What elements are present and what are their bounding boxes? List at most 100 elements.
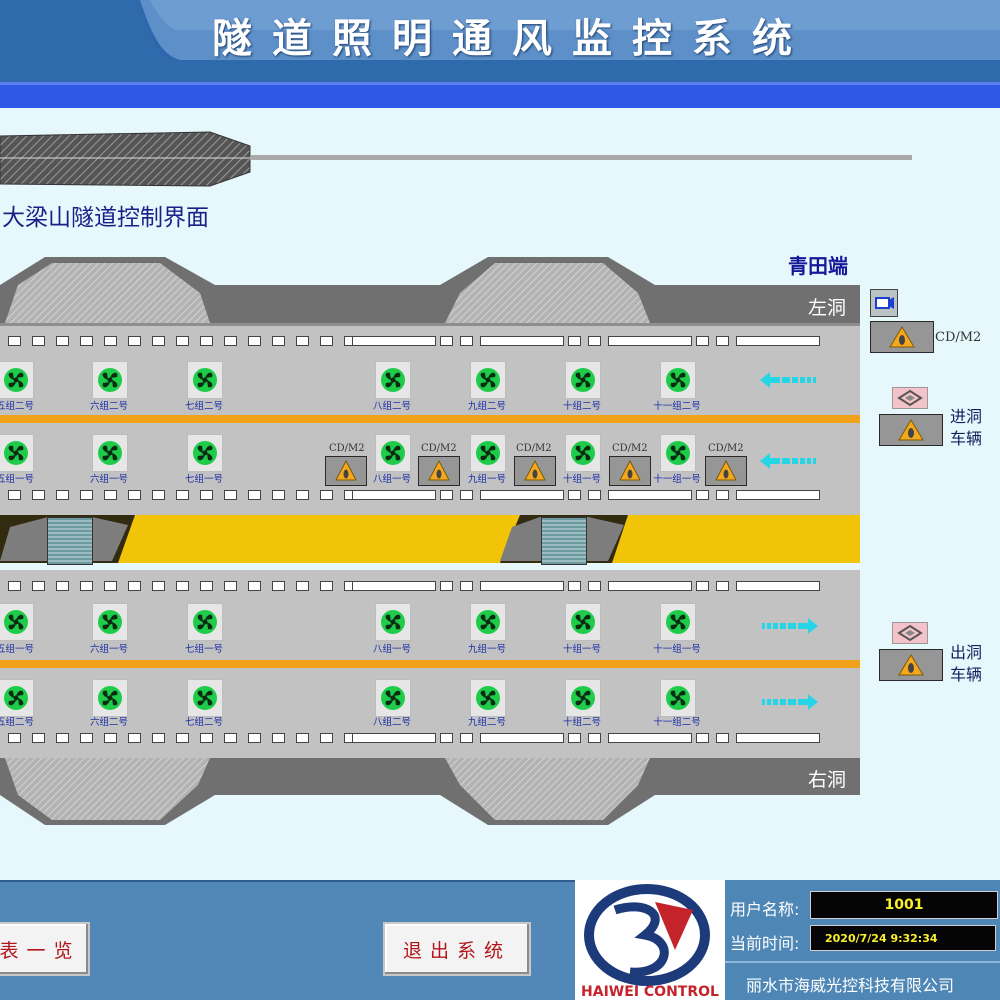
tunnel-light bbox=[440, 733, 453, 743]
alert-icon[interactable] bbox=[609, 456, 651, 486]
fan-icon[interactable] bbox=[0, 361, 34, 399]
tunnel-light bbox=[568, 490, 581, 500]
tunnel-light bbox=[716, 490, 729, 500]
fan-label: 九组一号 bbox=[467, 474, 506, 485]
tunnel-light bbox=[80, 733, 93, 743]
tunnel-light-strip bbox=[608, 336, 692, 346]
fan-icon[interactable] bbox=[187, 603, 223, 641]
fan-icon[interactable] bbox=[92, 434, 128, 472]
fan-label: 十组二号 bbox=[562, 401, 601, 412]
fan-icon[interactable] bbox=[187, 679, 223, 717]
fan-label: 六组一号 bbox=[89, 644, 128, 655]
tunnel-light bbox=[224, 490, 237, 500]
fan-label: 七组二号 bbox=[184, 401, 223, 412]
fan-icon[interactable] bbox=[470, 434, 506, 472]
tunnel-light bbox=[224, 733, 237, 743]
user-name-label: 用户名称: bbox=[730, 900, 800, 919]
tunnel-light-strip bbox=[480, 733, 564, 743]
tunnel-light bbox=[248, 733, 261, 743]
tunnel-light bbox=[460, 581, 473, 591]
fan-label: 九组一号 bbox=[467, 644, 506, 655]
light-row-4 bbox=[0, 733, 860, 745]
tunnel-light bbox=[320, 733, 333, 743]
alert-icon[interactable] bbox=[325, 456, 367, 486]
fan-icon[interactable] bbox=[470, 361, 506, 399]
fan-icon[interactable] bbox=[660, 679, 696, 717]
fan-label: 五组一号 bbox=[0, 644, 34, 655]
fan-icon[interactable] bbox=[375, 679, 411, 717]
tunnel-light-strip bbox=[736, 581, 820, 591]
tunnel-light bbox=[460, 733, 473, 743]
header-bar: 隧道照明通风监控系统 bbox=[0, 0, 1000, 108]
tunnel-light bbox=[176, 336, 189, 346]
enter-vehicle-alert[interactable] bbox=[879, 414, 943, 446]
fan-label: 五组二号 bbox=[0, 401, 34, 412]
tunnel-light bbox=[696, 581, 709, 591]
tunnel-light bbox=[8, 336, 21, 346]
right-tunnel-divider bbox=[0, 660, 860, 668]
tunnel-light-strip bbox=[736, 336, 820, 346]
tunnel-light bbox=[224, 581, 237, 591]
fan-label: 八组一号 bbox=[372, 474, 411, 485]
fan-icon[interactable] bbox=[470, 679, 506, 717]
tunnel-light bbox=[104, 733, 117, 743]
tunnel-light bbox=[696, 733, 709, 743]
end-label: 青田端 bbox=[788, 254, 848, 278]
fan-icon[interactable] bbox=[187, 434, 223, 472]
tunnel-light-strip bbox=[736, 490, 820, 500]
fan-label: 十一组一号 bbox=[653, 644, 701, 655]
user-name-value: 1001 bbox=[810, 891, 998, 919]
tunnel-light bbox=[588, 336, 601, 346]
page-subtitle: 大梁山隧道控制界面 bbox=[2, 205, 209, 231]
fan-icon[interactable] bbox=[660, 434, 696, 472]
tunnel-light bbox=[152, 336, 165, 346]
alert-icon[interactable] bbox=[418, 456, 460, 486]
tunnel-light bbox=[460, 490, 473, 500]
fan-icon[interactable] bbox=[660, 603, 696, 641]
tunnel-light bbox=[8, 490, 21, 500]
left-tunnel-divider bbox=[0, 415, 860, 423]
left-tunnel-label: 左洞 bbox=[808, 297, 847, 319]
fan-icon[interactable] bbox=[375, 603, 411, 641]
fan-label: 十组二号 bbox=[562, 717, 601, 728]
fan-icon[interactable] bbox=[375, 434, 411, 472]
tunnel-light bbox=[272, 336, 285, 346]
tunnel-light bbox=[8, 733, 21, 743]
tunnel-light-strip bbox=[608, 581, 692, 591]
tunnel-light bbox=[296, 581, 309, 591]
fan-label: 六组二号 bbox=[89, 717, 128, 728]
fan-icon[interactable] bbox=[92, 679, 128, 717]
info-divider bbox=[725, 961, 1000, 963]
fan-icon[interactable] bbox=[0, 434, 34, 472]
fan-icon[interactable] bbox=[375, 361, 411, 399]
fan-icon[interactable] bbox=[565, 434, 601, 472]
tunnel-light bbox=[80, 581, 93, 591]
fan-icon[interactable] bbox=[92, 361, 128, 399]
tunnel-light bbox=[272, 733, 285, 743]
fan-icon[interactable] bbox=[187, 361, 223, 399]
fan-icon[interactable] bbox=[470, 603, 506, 641]
fan-label: 六组一号 bbox=[89, 474, 128, 485]
exit-system-button[interactable]: 退出系统 bbox=[383, 922, 531, 976]
fan-icon[interactable] bbox=[660, 361, 696, 399]
fan-icon[interactable] bbox=[565, 679, 601, 717]
exit-vehicle-alert[interactable] bbox=[879, 649, 943, 681]
fan-icon[interactable] bbox=[565, 361, 601, 399]
vehicle-detector-icon bbox=[892, 387, 928, 409]
fan-label: 六组二号 bbox=[89, 401, 128, 412]
fan-icon[interactable] bbox=[565, 603, 601, 641]
alert-icon[interactable] bbox=[870, 321, 934, 353]
tunnel-light bbox=[104, 336, 117, 346]
arrow-left-icon bbox=[760, 372, 816, 388]
tunnel-light-strip bbox=[608, 490, 692, 500]
company-logo-icon bbox=[584, 884, 710, 986]
list-overview-button[interactable]: 表一览 bbox=[0, 922, 90, 976]
fan-icon[interactable] bbox=[0, 603, 34, 641]
fan-icon[interactable] bbox=[0, 679, 34, 717]
fan-icon[interactable] bbox=[92, 603, 128, 641]
tunnel-light bbox=[176, 733, 189, 743]
camera-icon[interactable] bbox=[870, 289, 898, 317]
alert-icon[interactable] bbox=[705, 456, 747, 486]
alert-icon[interactable] bbox=[514, 456, 556, 486]
fan-label: 七组二号 bbox=[184, 717, 223, 728]
